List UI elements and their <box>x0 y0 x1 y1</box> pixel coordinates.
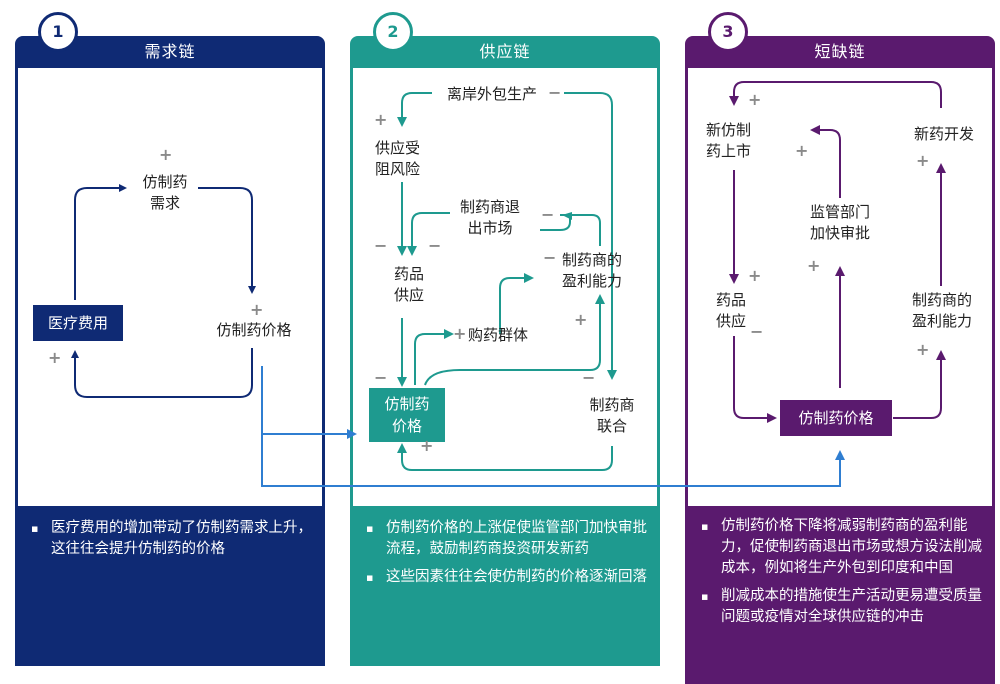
sign-minus: − <box>428 236 442 255</box>
supply-node-generic-price: 仿制药 价格 <box>369 388 445 442</box>
supply-step-number: 2 <box>387 22 399 41</box>
shortage-loop-arrows <box>729 81 946 423</box>
sign-minus: − <box>582 368 596 387</box>
sign-plus: + <box>748 90 762 109</box>
shortage-step-number: 3 <box>722 22 734 41</box>
supply-node-drug-supply: 药品 供应 <box>393 265 424 304</box>
demand-chain-notes: 医疗费用的增加带动了仿制药需求上升，这往往会提升仿制药的价格 <box>15 506 325 666</box>
supply-note-2: 这些因素往往会使仿制药的价格逐渐回落 <box>350 567 660 588</box>
sign-plus: + <box>795 141 809 160</box>
sign-plus: + <box>574 310 588 329</box>
demand-step-number: 1 <box>52 22 64 41</box>
demand-node-medical-cost: 医疗费用 <box>33 305 123 341</box>
shortage-node-drug-supply: 药品 供应 <box>715 291 746 330</box>
sign-plus: + <box>374 110 388 129</box>
demand-chain-panel: 需求链 医疗费用的增加带动了仿制药需求上升，这往往会提升仿制药的价格 <box>15 36 325 666</box>
supply-exit-arrowhead <box>562 212 572 220</box>
shortage-node-generic-price: 仿制药价格 <box>780 400 892 436</box>
sign-minus: − <box>750 322 764 341</box>
shortage-node-new-generic-launch: 新仿制 药上市 <box>706 121 752 160</box>
demand-note-1: 医疗费用的增加带动了仿制药需求上升，这往往会提升仿制药的价格 <box>15 518 325 560</box>
shortage-note-2: 削减成本的措施使生产活动更易遭受质量问题或疫情对全球供应链的冲击 <box>685 586 995 628</box>
demand-loop-arrows <box>71 184 256 398</box>
demand-chain-diagram-area <box>15 68 325 538</box>
sign-minus: − <box>548 83 562 102</box>
sign-minus: − <box>374 236 388 255</box>
supply-chain-notes: 仿制药价格的上涨促使监管部门加快审批流程，鼓励制药商投资研发新药 这些因素往往会… <box>350 506 660 666</box>
sign-plus: + <box>250 300 264 319</box>
supply-node-buyers: 购药群体 <box>468 326 529 344</box>
sign-minus: − <box>374 368 388 387</box>
shortage-note-1: 仿制药价格下降将减弱制药商的盈利能力，促使制药商退出市场或想方设法削减成本，例如… <box>685 516 995 579</box>
shortage-node-regulator-fast-approval: 监管部门 加快审批 <box>809 203 870 242</box>
supply-node-manufacturer-alliance: 制药商 联合 <box>589 396 635 435</box>
shortage-node-profitability: 制药商的 盈利能力 <box>911 291 972 330</box>
sign-plus: + <box>807 256 821 275</box>
sign-plus: + <box>453 324 467 343</box>
sign-plus: + <box>159 145 173 164</box>
supply-loop-arrows <box>397 92 617 471</box>
supply-node-offshore: 离岸外包生产 <box>446 85 537 103</box>
supply-note-1: 仿制药价格的上涨促使监管部门加快审批流程，鼓励制药商投资研发新药 <box>350 518 660 560</box>
shortage-node-new-drug-development: 新药开发 <box>913 125 974 143</box>
sign-plus: + <box>916 151 930 170</box>
shortage-step-badge: 3 <box>708 12 748 52</box>
sign-minus: − <box>543 248 557 267</box>
supply-step-badge: 2 <box>373 12 413 52</box>
supply-node-disruption-risk: 供应受 阻风险 <box>375 139 421 178</box>
demand-step-badge: 1 <box>38 12 78 52</box>
demand-node-generic-demand: 仿制药 需求 <box>142 173 188 212</box>
supply-node-profitability: 制药商的 盈利能力 <box>562 251 623 290</box>
sign-plus: + <box>748 266 762 285</box>
sign-plus: + <box>916 340 930 359</box>
cross-panel-links <box>261 366 845 487</box>
sign-plus: + <box>420 436 434 455</box>
sign-minus: − <box>541 205 555 224</box>
sign-plus: + <box>48 348 62 367</box>
shortage-chain-notes: 仿制药价格下降将减弱制药商的盈利能力，促使制药商退出市场或想方设法削减成本，例如… <box>685 506 995 684</box>
demand-node-generic-price: 仿制药价格 <box>216 321 292 339</box>
supply-node-manufacturer-exit: 制药商退 出市场 <box>459 198 520 237</box>
